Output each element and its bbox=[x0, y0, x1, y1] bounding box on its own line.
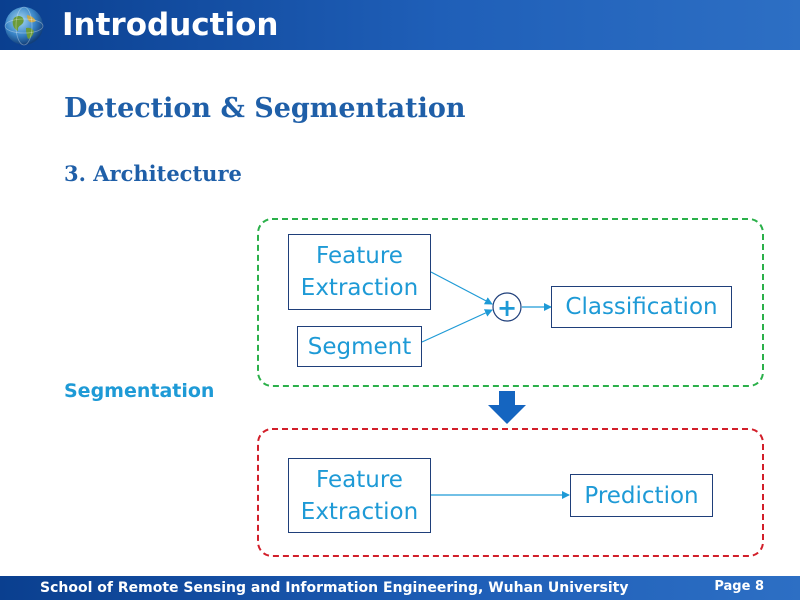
footer-institution: School of Remote Sensing and Information… bbox=[40, 580, 629, 596]
slide-title: Detection & Segmentation bbox=[64, 93, 466, 124]
prediction-label: Prediction bbox=[584, 482, 699, 509]
feature-to-combine-arrow bbox=[430, 271, 493, 305]
globe-icon bbox=[4, 6, 44, 46]
segment-label: Segment bbox=[307, 333, 412, 360]
segmentation-label: Segmentation bbox=[64, 380, 215, 402]
extraction-line: Extraction bbox=[300, 275, 419, 301]
classification-box: Classification bbox=[551, 286, 732, 328]
feature-extraction-box-top: Feature Extraction bbox=[288, 234, 431, 310]
down-arrow-icon bbox=[488, 391, 526, 424]
header-title: Introduction bbox=[62, 7, 279, 43]
combine-node bbox=[492, 292, 522, 322]
feature-line: Feature bbox=[316, 466, 403, 493]
segment-to-combine-arrow bbox=[421, 309, 493, 343]
extraction-line: Extraction bbox=[300, 498, 419, 525]
classification-label: Classification bbox=[565, 294, 718, 320]
plus-icon: + bbox=[497, 294, 517, 322]
prediction-box: Prediction bbox=[570, 474, 713, 517]
header-bar: Introduction bbox=[0, 0, 800, 50]
feature-line: Feature bbox=[316, 243, 403, 269]
page-number: Page 8 bbox=[714, 579, 764, 594]
footer-bar: School of Remote Sensing and Information… bbox=[0, 576, 800, 600]
segment-box: Segment bbox=[297, 326, 422, 367]
feature-extraction-box-bottom: Feature Extraction bbox=[288, 458, 431, 533]
section-title: 3. Architecture bbox=[64, 161, 242, 186]
